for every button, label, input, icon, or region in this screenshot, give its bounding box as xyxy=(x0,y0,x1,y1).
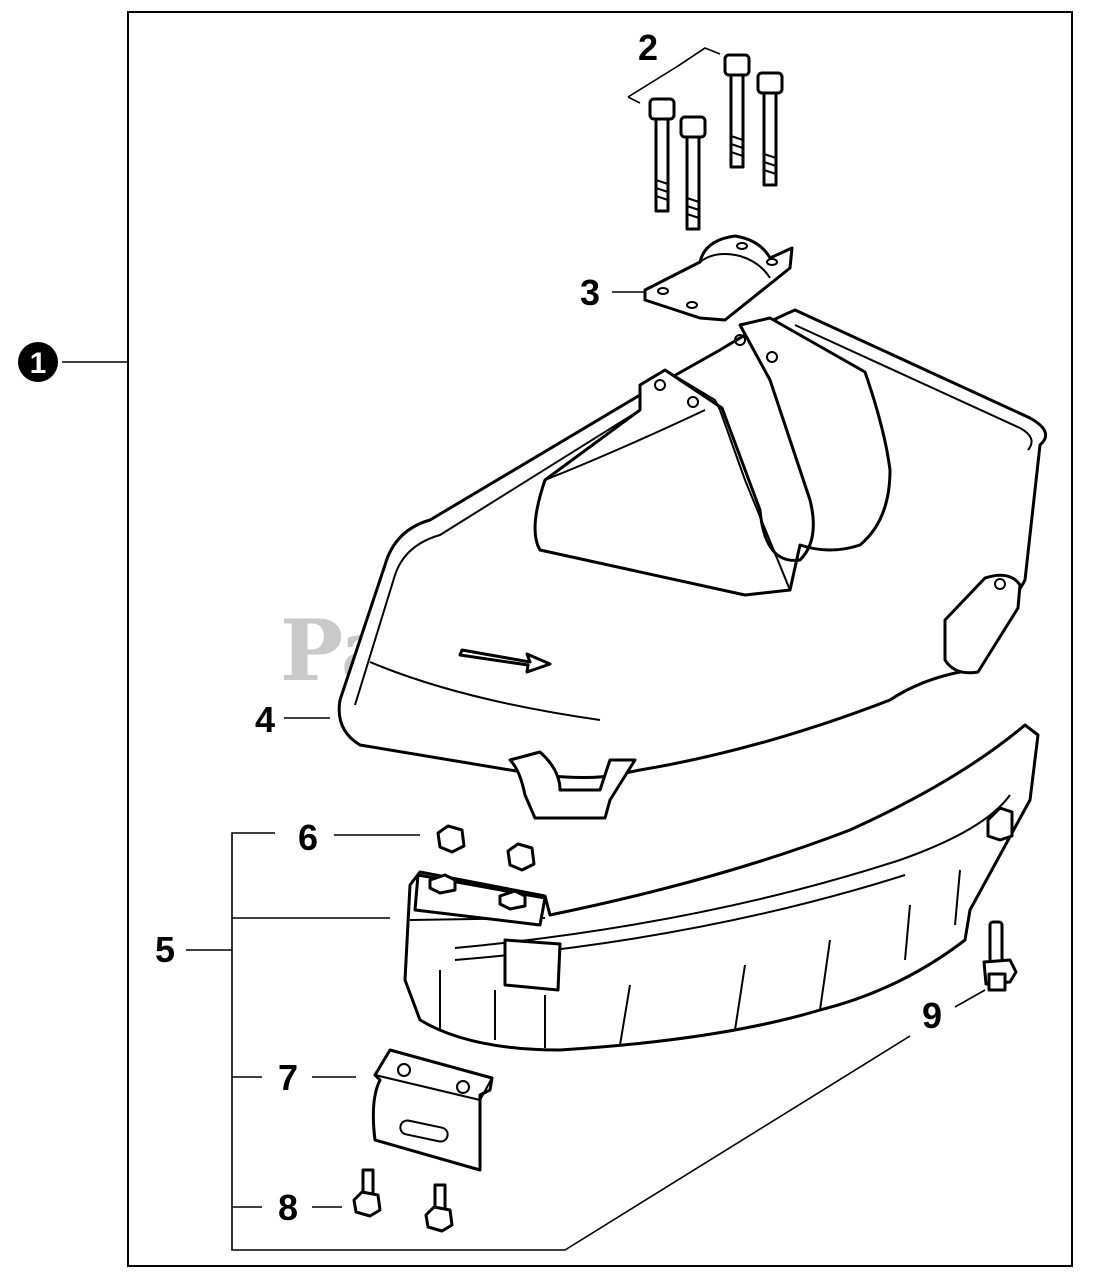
shield-extension[interactable] xyxy=(403,723,1040,1052)
callout-assembly-label: 1 xyxy=(30,347,47,380)
callout-7-label: 7 xyxy=(278,1057,298,1098)
callout-3-label: 3 xyxy=(580,272,600,313)
bolt-a xyxy=(648,97,676,213)
callout-4-label: 4 xyxy=(255,699,275,740)
cutter-plate[interactable] xyxy=(371,1048,494,1172)
bolt-d xyxy=(756,71,784,187)
callout-5-label: 5 xyxy=(155,929,175,970)
clamp-bracket[interactable] xyxy=(643,234,794,322)
callout-2-label: 2 xyxy=(638,27,658,68)
callout-6-label: 6 xyxy=(298,817,318,858)
callout-7[interactable]: 7 xyxy=(232,1057,356,1098)
diagram-frame xyxy=(127,11,1073,1267)
screw-set[interactable] xyxy=(352,1168,454,1233)
bolt-c xyxy=(723,53,751,169)
callout-4[interactable]: 4 xyxy=(255,699,330,740)
debris-shield[interactable] xyxy=(337,308,1048,820)
callout-9-label: 9 xyxy=(922,995,942,1036)
callout-8-label: 8 xyxy=(278,1187,298,1228)
callout-9[interactable]: 9 xyxy=(922,989,986,1036)
shoulder-bolt[interactable] xyxy=(982,920,1018,992)
bolt-b xyxy=(679,115,707,231)
callout-5[interactable]: 5 xyxy=(155,832,911,1251)
nut-set[interactable] xyxy=(436,824,536,872)
callout-6[interactable]: 6 xyxy=(298,817,420,858)
bolt-set[interactable] xyxy=(648,53,784,231)
callout-assembly[interactable]: 1 xyxy=(18,342,128,382)
callout-8[interactable]: 8 xyxy=(232,1187,342,1228)
callout-2[interactable]: 2 xyxy=(627,27,721,104)
